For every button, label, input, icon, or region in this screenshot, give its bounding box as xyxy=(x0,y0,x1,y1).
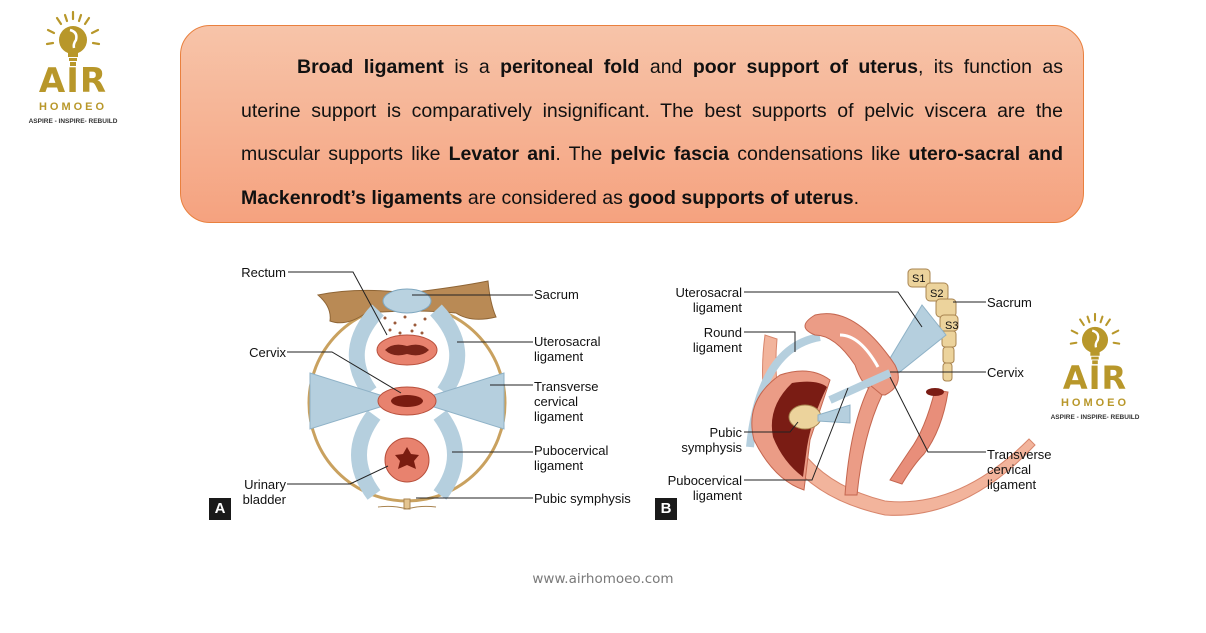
label-transverse-line2: cervical xyxy=(534,394,579,409)
panel-tag-a: A xyxy=(209,498,231,520)
note-emphasis: peritoneal fold xyxy=(500,56,640,78)
note-segment: . xyxy=(853,186,860,209)
label-b-uterosacral-line2: ligament xyxy=(692,300,742,315)
label-uterosacral-line2: ligament xyxy=(534,349,584,364)
label-pubic-symphysis: Pubic symphysis xyxy=(534,491,631,506)
label-b-round-line1: Round xyxy=(703,325,742,340)
brand-tagline: ASPIRE - INSPIRE- REBUILD xyxy=(28,118,118,125)
figure-a-illustration xyxy=(287,271,533,510)
note-segment: . The xyxy=(555,143,611,165)
brand-sub: HOMOEO xyxy=(38,101,108,113)
figure-b: S1 S2 S3 Uterosacral ligament Round liga… xyxy=(650,255,1052,525)
label-pubocervical-line2: ligament xyxy=(534,458,584,473)
label-b-pubic-line2: symphysis xyxy=(681,440,742,455)
label-uterosacral-line1: Uterosacral xyxy=(534,334,601,349)
label-sacrum: Sacrum xyxy=(534,287,579,302)
label-b-pubocervical: Pubocervical ligament xyxy=(650,473,742,503)
brand-name: AIR xyxy=(38,61,108,101)
label-urinary-bladder-line2: bladder xyxy=(242,492,286,507)
label-b-transverse-line1: Transverse xyxy=(987,447,1052,462)
label-b-uterosacral: Uterosacral ligament xyxy=(650,285,742,315)
note-emphasis: pelvic fascia xyxy=(610,143,730,165)
note-emphasis: poor support of uterus xyxy=(692,56,918,78)
label-b-transverse-line3: ligament xyxy=(987,477,1037,492)
label-uterosacral: Uterosacral ligament xyxy=(534,334,600,364)
note-emphasis: Levator ani xyxy=(448,143,556,165)
label-urinary-bladder: Urinary bladder xyxy=(220,477,286,507)
label-b-transverse-line2: cervical xyxy=(987,462,1032,477)
note-segment: are considered as xyxy=(462,186,629,209)
lightbulb-logo-icon xyxy=(45,10,101,66)
label-b-sacrum: Sacrum xyxy=(987,295,1032,310)
label-rectum: Rectum xyxy=(241,265,286,280)
label-b-pubocervical-line1: Pubocervical xyxy=(667,473,742,488)
label-b-round: Round ligament xyxy=(650,325,742,355)
note-segment: and xyxy=(639,56,693,78)
label-pubocervical: Pubocervical ligament xyxy=(534,443,608,473)
label-s3: S3 xyxy=(945,320,959,332)
note-segment: condensations like xyxy=(729,143,909,165)
brand-tagline-side: ASPIRE - INSPIRE- REBUILD xyxy=(1050,414,1140,421)
note-text: Broad ligament is a peritoneal fold and … xyxy=(241,46,1063,220)
label-cervix: Cervix xyxy=(249,345,286,360)
label-urinary-bladder-line1: Urinary xyxy=(244,477,286,492)
brand-sub-side: HOMOEO xyxy=(1060,397,1130,409)
brand-logo-side: AIR HOMOEO ASPIRE - INSPIRE- REBUILD xyxy=(1040,312,1150,422)
lightbulb-logo-icon xyxy=(1069,312,1121,365)
label-s1: S1 xyxy=(912,273,926,285)
figure-a: Rectum Cervix Urinary bladder Sacrum Ute… xyxy=(200,255,650,525)
note-emphasis: utero-sacral and Mackenrodt’s ligaments xyxy=(241,143,1063,209)
note-emphasis: good supports of uterus xyxy=(628,186,854,209)
label-transverse-line1: Transverse xyxy=(534,379,599,394)
label-b-round-line2: ligament xyxy=(692,340,742,355)
label-transverse-cervical: Transverse cervical ligament xyxy=(534,379,599,424)
label-pubocervical-line1: Pubocervical xyxy=(534,443,609,458)
label-b-cervix: Cervix xyxy=(987,365,1024,380)
label-transverse-line3: ligament xyxy=(534,409,584,424)
note-segment: is a xyxy=(443,56,501,78)
figure-b-illustration xyxy=(744,268,1036,516)
panel-tag-b: B xyxy=(655,498,677,520)
brand-logo: AIR HOMOEO ASPIRE - INSPIRE- REBUILD xyxy=(18,10,128,126)
note-emphasis: Broad ligament xyxy=(297,56,444,78)
label-b-uterosacral-line1: Uterosacral xyxy=(675,285,742,300)
label-b-pubic-line1: Pubic xyxy=(709,425,742,440)
footer-url[interactable]: www.airhomoeo.com xyxy=(532,571,674,587)
note-segment: , its function as uterine support is com… xyxy=(241,56,1063,165)
label-s2: S2 xyxy=(930,288,944,300)
brand-name-side: AIR xyxy=(1062,359,1128,397)
label-b-pubic-symphysis: Pubic symphysis xyxy=(650,425,742,455)
note-box: Broad ligament is a peritoneal fold and … xyxy=(180,25,1084,223)
label-b-transverse-cervical: Transverse cervical ligament xyxy=(987,447,1052,492)
label-b-pubocervical-line2: ligament xyxy=(692,488,742,503)
